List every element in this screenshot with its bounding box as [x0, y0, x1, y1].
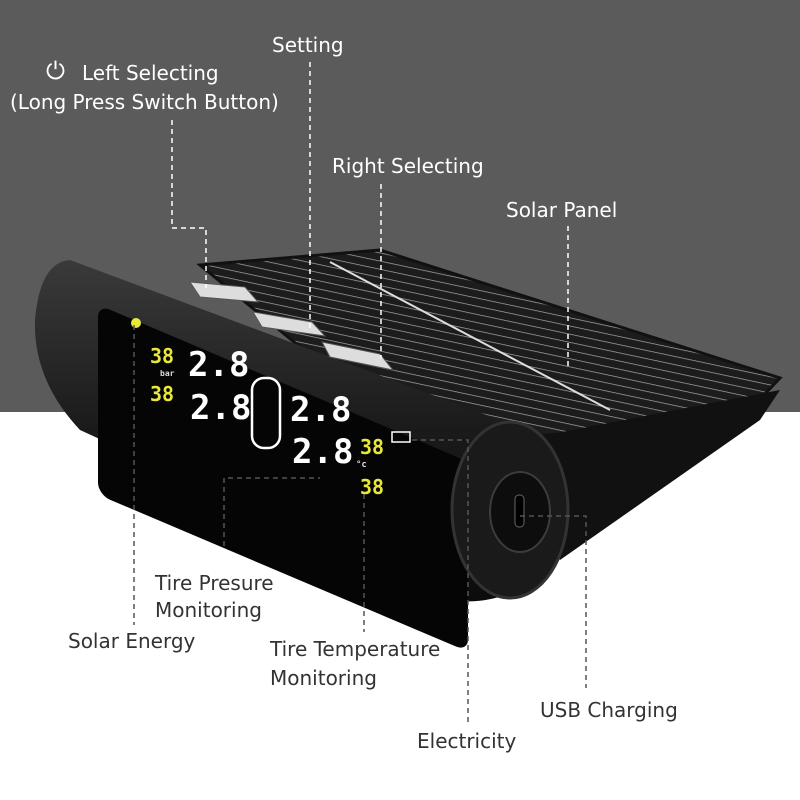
panel-divider — [329, 261, 611, 411]
label-long-press: (Long Press Switch Button) — [10, 90, 279, 114]
label-solar-panel: Solar Panel — [506, 198, 618, 222]
temp-bottom-right: 38 — [360, 475, 385, 499]
setting-button[interactable] — [252, 311, 327, 337]
label-right-selecting: Right Selecting — [332, 154, 484, 178]
power-icon: ⏻ — [46, 57, 65, 85]
temp-top-right: 38 — [360, 435, 385, 459]
label-tire-pressure-monitoring: Monitoring — [155, 598, 262, 622]
label-electricity: Electricity — [417, 729, 517, 753]
right-select-button[interactable] — [321, 341, 395, 371]
label-usb-charging: USB Charging — [540, 698, 678, 722]
pressure-front-right: 2.8 — [290, 390, 352, 430]
usb-port — [514, 494, 525, 528]
label-setting: Setting — [272, 33, 344, 57]
unit-bar: bar — [160, 369, 175, 378]
leader-lines-bottom — [133, 325, 587, 722]
pressure-front-left: 2.8 — [188, 345, 250, 385]
unit-celsius: °c — [356, 460, 367, 470]
solar-indicator-icon — [131, 318, 141, 328]
battery-icon — [391, 431, 411, 443]
temp-bottom-left: 38 — [150, 382, 175, 406]
car-icon — [250, 376, 282, 450]
stand — [520, 390, 780, 560]
label-tire-temperature: Tire Temperature — [270, 637, 441, 661]
label-tire-pressure: Tire Presure — [155, 571, 274, 595]
pressure-rear-left: 2.8 — [190, 388, 252, 428]
label-tire-temperature-monitoring: Monitoring — [270, 666, 377, 690]
temp-top-left: 38 — [150, 344, 175, 368]
label-solar-energy: Solar Energy — [68, 629, 196, 653]
left-select-button[interactable] — [189, 281, 260, 303]
label-left-selecting: Left Selecting — [82, 61, 219, 85]
pressure-rear-right: 2.8 — [292, 432, 354, 472]
leader-lines-top — [171, 62, 569, 370]
